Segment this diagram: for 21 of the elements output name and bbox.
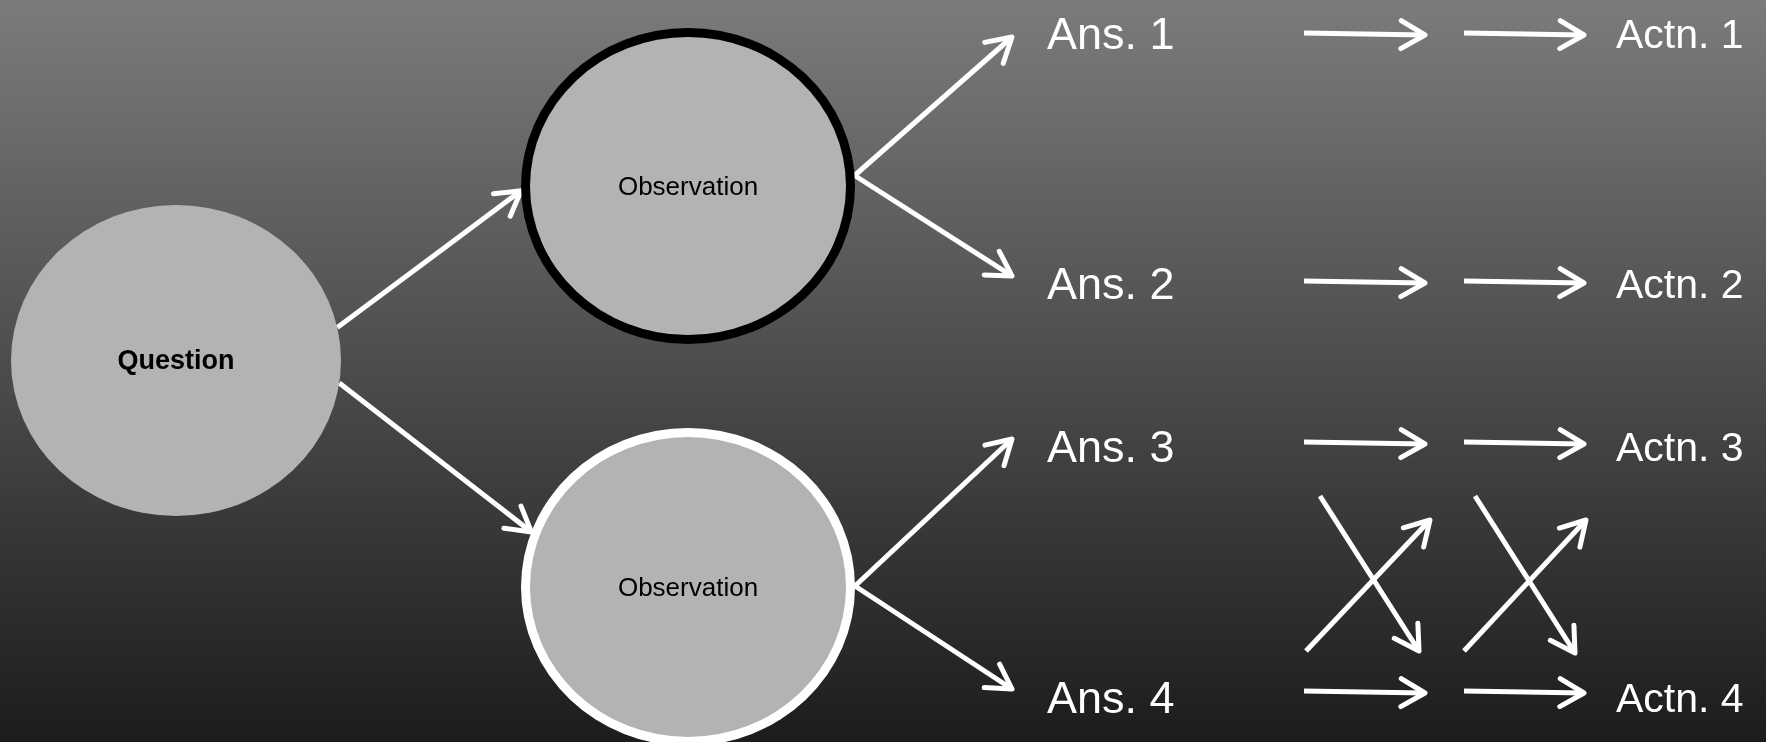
- node-label: Observation: [617, 571, 759, 603]
- arrow: [335, 188, 524, 330]
- arrow: [1463, 676, 1587, 710]
- node-label: Question: [117, 345, 235, 376]
- action-label: Actn. 4: [1616, 674, 1744, 722]
- answer-label: Ans. 2: [1047, 258, 1175, 310]
- arrow: [1463, 18, 1587, 52]
- answer-label: Ans. 1: [1047, 8, 1175, 60]
- node-label: Observation: [617, 170, 759, 202]
- answer-label: Ans. 3: [1047, 421, 1175, 473]
- answer-label: Ans. 4: [1047, 672, 1175, 724]
- arrow: [853, 173, 1015, 279]
- arrow: [337, 380, 534, 535]
- action-label: Actn. 1: [1616, 10, 1744, 58]
- arrow: [853, 436, 1015, 588]
- arrow: [1463, 266, 1587, 300]
- action-label: Actn. 3: [1616, 423, 1744, 471]
- arrow: [852, 34, 1015, 178]
- arrow: [853, 583, 1015, 692]
- action-label: Actn. 2: [1616, 260, 1744, 308]
- arrow: [1463, 427, 1587, 461]
